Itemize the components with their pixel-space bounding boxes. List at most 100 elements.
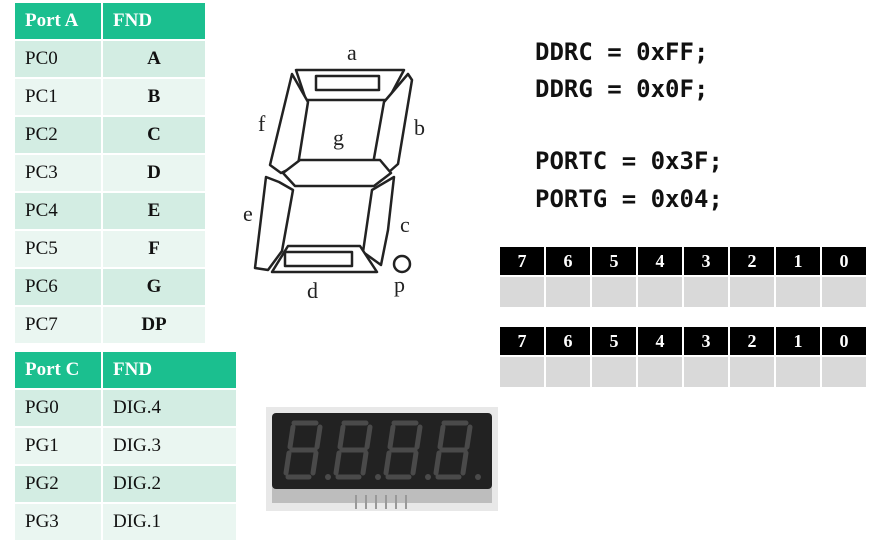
segment-g [281, 158, 393, 188]
header-fnd: FND [103, 3, 205, 41]
bit-label: 4 [638, 247, 682, 275]
bit-value-cell[interactable] [730, 357, 774, 387]
pin-cell: PG1 [15, 428, 103, 466]
digit-cell: DIG.1 [103, 504, 236, 542]
bit-value-cell[interactable] [776, 357, 820, 387]
pin-cell: PC1 [15, 79, 103, 117]
segment-cell: F [103, 231, 205, 269]
segment-d-inner [283, 250, 354, 268]
bit-value-cell[interactable] [822, 277, 866, 307]
bit-label: 0 [822, 247, 866, 275]
bit-value-cell[interactable] [684, 357, 728, 387]
label-p: p [394, 272, 405, 297]
bit-value-cell[interactable] [546, 357, 590, 387]
bit-label: 2 [730, 247, 774, 275]
digit-4 [433, 420, 473, 480]
bit-table-2: 7 6 5 4 3 2 1 0 [498, 325, 868, 389]
table-header-row: Port A FND [15, 3, 205, 41]
digit-cell: DIG.4 [103, 390, 236, 428]
bit-value-cell[interactable] [684, 277, 728, 307]
segment-cell: D [103, 155, 205, 193]
bit-label: 6 [546, 327, 590, 355]
pin-cell: PG0 [15, 390, 103, 428]
segment-c [361, 175, 396, 267]
digit-cell: DIG.2 [103, 466, 236, 504]
bit-label: 7 [500, 247, 544, 275]
pin-cell: PG2 [15, 466, 103, 504]
bit-label: 3 [684, 327, 728, 355]
bit-label: 4 [638, 327, 682, 355]
label-e: e [243, 201, 253, 226]
code-line-portg: PORTG = 0x04; [535, 185, 723, 213]
bit-label: 7 [500, 327, 544, 355]
digit-3 [383, 420, 423, 480]
digit-1 [283, 420, 323, 480]
label-d: d [307, 278, 318, 302]
bit-label: 5 [592, 247, 636, 275]
digit-2 [333, 420, 373, 480]
table-header-row: Port C FND [15, 352, 236, 390]
bit-label: 5 [592, 327, 636, 355]
pin-cell: PC3 [15, 155, 103, 193]
segment-cell: B [103, 79, 205, 117]
pin-cell: PC0 [15, 41, 103, 79]
bit-label: 6 [546, 247, 590, 275]
bit-value-cell[interactable] [776, 277, 820, 307]
segment-cell: C [103, 117, 205, 155]
segment-dp [392, 254, 412, 274]
label-b: b [414, 115, 425, 140]
segment-cell: DP [103, 307, 205, 345]
pin-cell: PC2 [15, 117, 103, 155]
bit-value-cell[interactable] [638, 277, 682, 307]
bit-value-cell[interactable] [500, 277, 544, 307]
header-fnd: FND [103, 352, 236, 390]
bit-value-cell[interactable] [822, 357, 866, 387]
bit-label: 3 [684, 247, 728, 275]
segment-cell: E [103, 193, 205, 231]
bit-value-cell[interactable] [730, 277, 774, 307]
four-digit-display-photo [266, 407, 498, 511]
segment-cell: G [103, 269, 205, 307]
header-port: Port A [15, 3, 103, 41]
pin-cell: PC7 [15, 307, 103, 345]
header-port: Port C [15, 352, 103, 390]
bit-value-cell[interactable] [592, 357, 636, 387]
label-g: g [333, 125, 344, 150]
pin-cell: PC6 [15, 269, 103, 307]
bit-value-cell[interactable] [638, 357, 682, 387]
bit-label: 1 [776, 327, 820, 355]
bit-value-cell[interactable] [500, 357, 544, 387]
bit-value-cell[interactable] [546, 277, 590, 307]
seven-segment-diagram: a f g b e c d p [243, 40, 425, 302]
bit-value-cell[interactable] [592, 277, 636, 307]
label-a: a [347, 40, 357, 65]
label-f: f [258, 111, 266, 136]
pin-cell: PG3 [15, 504, 103, 542]
bit-header-row: 7 6 5 4 3 2 1 0 [500, 247, 866, 275]
bit-label: 1 [776, 247, 820, 275]
label-c: c [400, 212, 410, 237]
bit-value-row [500, 277, 866, 307]
bit-label: 2 [730, 327, 774, 355]
segment-a-inner [314, 74, 381, 92]
bit-label: 0 [822, 327, 866, 355]
code-line-portc: PORTC = 0x3F; [535, 147, 723, 175]
bit-value-row [500, 357, 866, 387]
segment-cell: A [103, 41, 205, 79]
pin-cell: PC5 [15, 231, 103, 269]
pin-cell: PC4 [15, 193, 103, 231]
bit-table-1: 7 6 5 4 3 2 1 0 [498, 245, 868, 309]
